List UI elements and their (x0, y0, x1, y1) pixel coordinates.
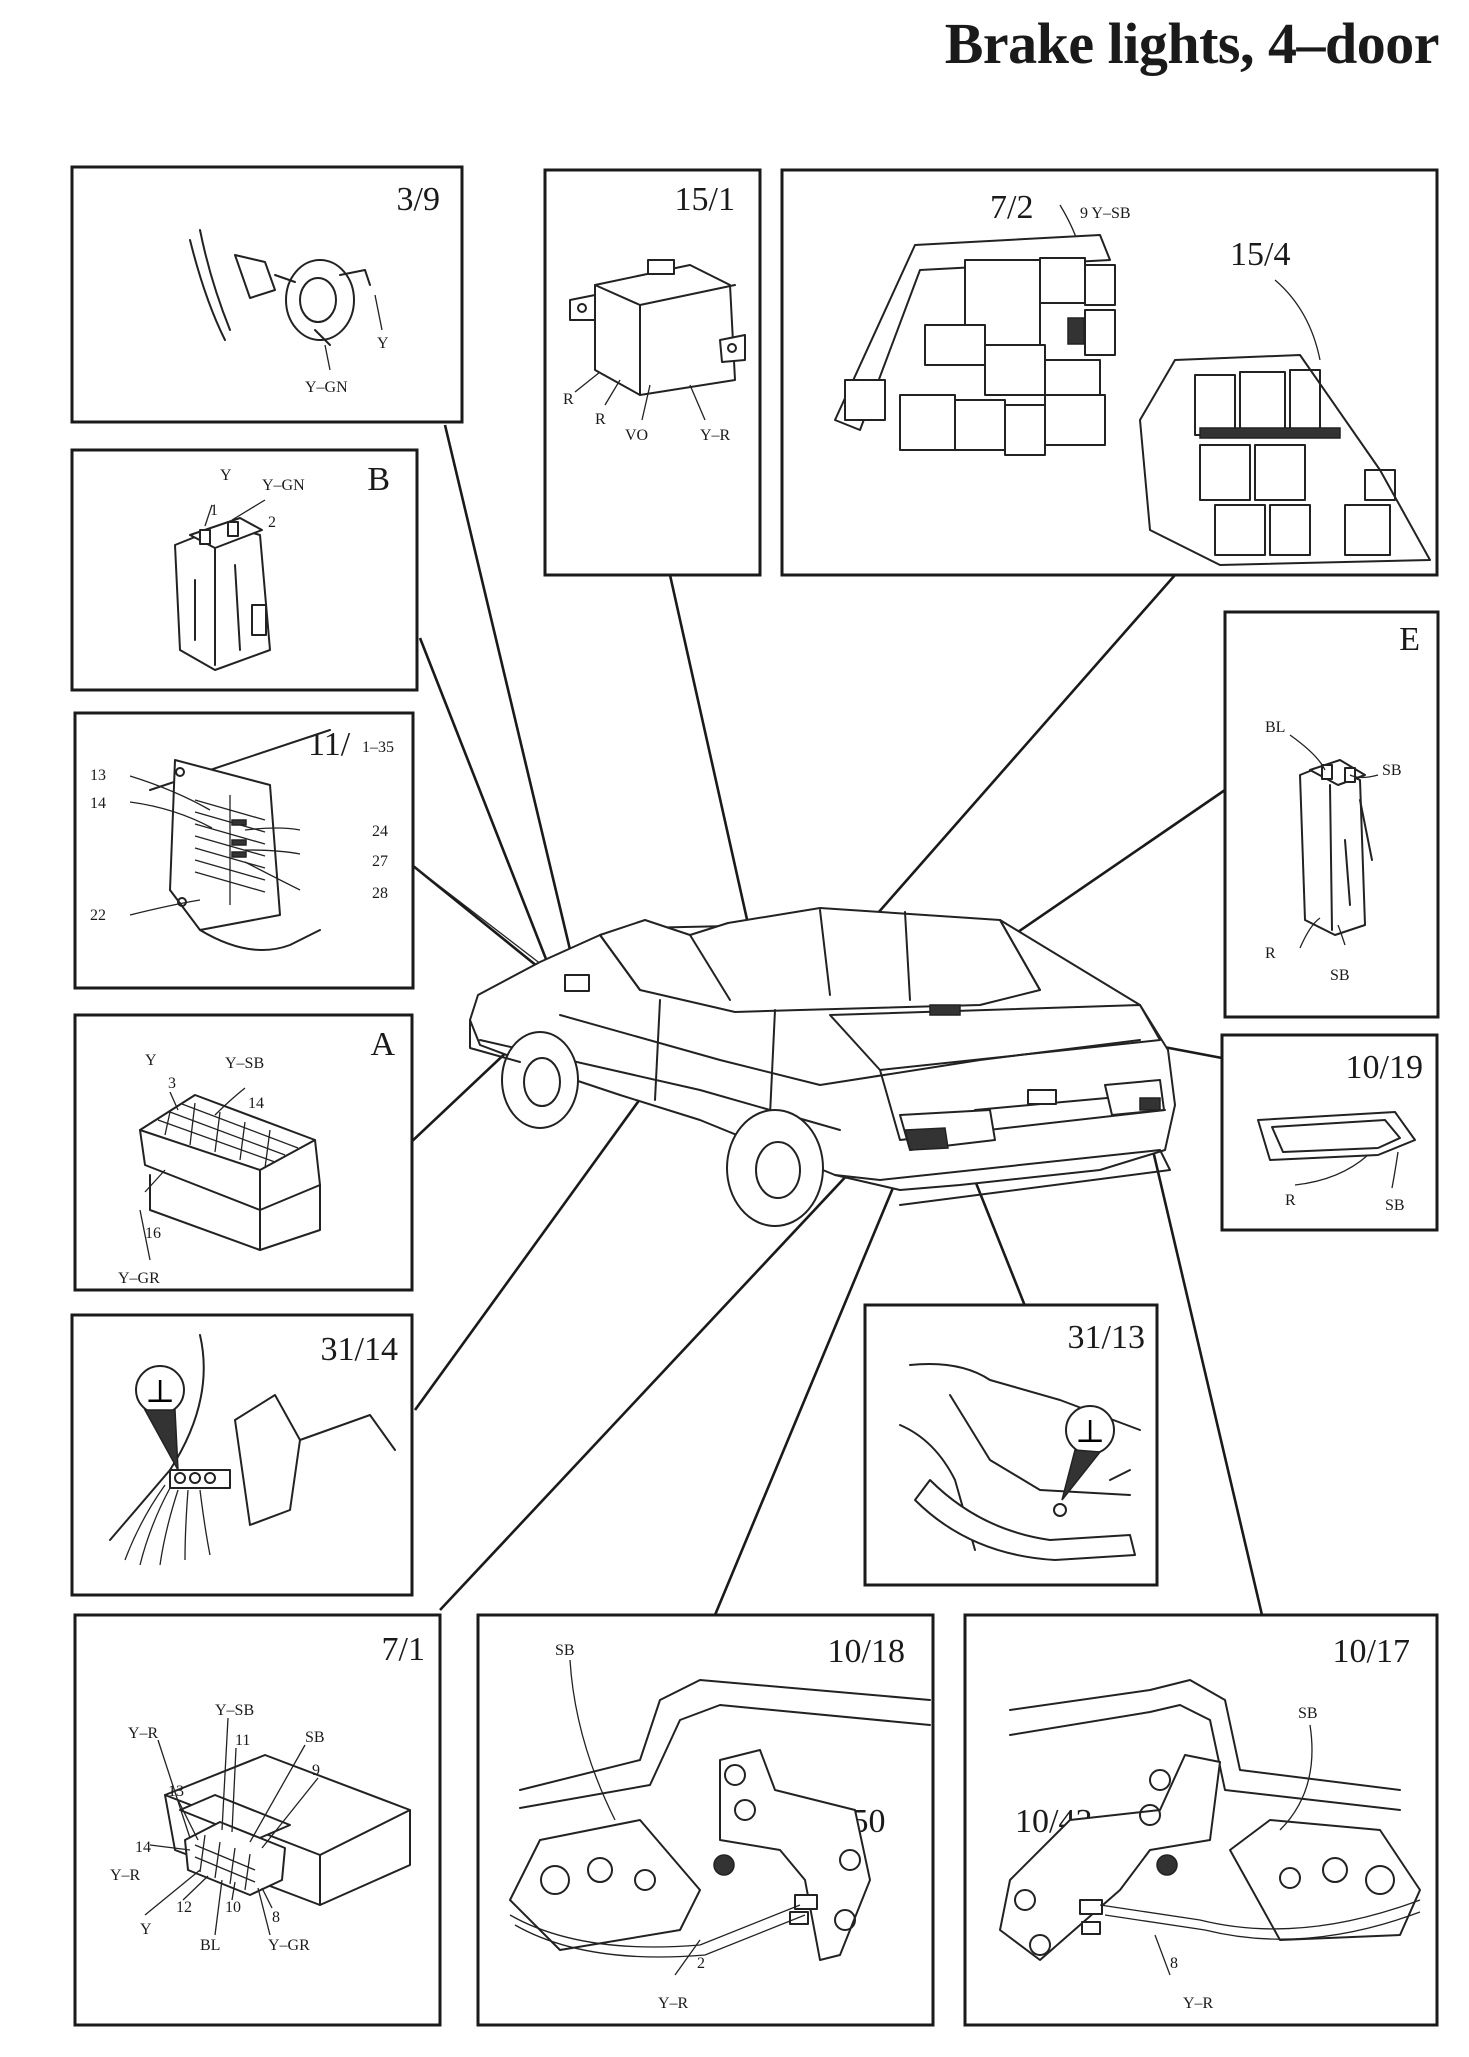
relay-7-1-drawing (164, 1754, 411, 1906)
high-brake-light-drawing (1257, 1111, 1416, 1161)
ground-symbol-icon: ⊥ (1075, 1413, 1105, 1449)
panel-id: 11/ (308, 726, 351, 763)
pin-label: 8 (272, 1909, 280, 1926)
wire-label: Y–R (110, 1867, 141, 1884)
panel-id: 7/2 (990, 189, 1033, 226)
wire-label: SB (1382, 762, 1402, 779)
wire-label: Y–R (700, 427, 731, 444)
wire-label: R (563, 391, 574, 408)
wire-label: SB (305, 1729, 325, 1746)
car-illustration (469, 907, 1176, 1227)
wire-label: Y–R (658, 1995, 689, 2012)
pin-label: 2 (697, 1955, 705, 1972)
panel-id: 15/1 (675, 181, 735, 218)
panel-31-14: 31/14 ⊥ (70, 1313, 414, 1597)
pin-label: 3 (168, 1075, 176, 1092)
fuse-label: 27 (372, 853, 388, 870)
wire-label: Y–R (1183, 1995, 1214, 2012)
fuse-label: 28 (372, 885, 388, 902)
pin-label: 16 (145, 1225, 161, 1242)
panel-id: 3/9 (397, 181, 440, 218)
wire-label: Y–R (128, 1725, 159, 1742)
ground-point-31-13-drawing (899, 1363, 1141, 1561)
control-module-drawing (569, 259, 746, 396)
panel-e: E BL SB R SB (1223, 610, 1440, 1019)
pin-label: 9 (312, 1762, 320, 1779)
panel-10-17: 10/17 10/43 SB 8 Y–R (963, 1613, 1439, 2027)
panel-31-13: 31/13 ⊥ (863, 1303, 1159, 1587)
panel-3-9: 3/9 Y Y–GN (70, 165, 464, 424)
panel-a: A Y 3 Y–SB 14 16 Y–GR (73, 1013, 414, 1292)
connector-e-drawing (1299, 759, 1373, 936)
wire-label: Y (220, 467, 232, 484)
wire-label: 9 Y–SB (1080, 205, 1131, 222)
wire-label: Y–SB (215, 1702, 254, 1719)
fuse-label: 13 (90, 767, 106, 784)
wire-label: Y–GN (305, 379, 348, 396)
pin-label: 12 (176, 1899, 192, 1916)
panel-id: A (370, 1026, 395, 1063)
wire-label: SB (1385, 1197, 1405, 1214)
panel-id: 31/14 (321, 1331, 398, 1368)
pin-label: 11 (235, 1732, 250, 1749)
panel-id: 10/17 (1333, 1633, 1410, 1670)
fuse-label: 14 (90, 795, 106, 812)
ground-callout: ⊥ (135, 1365, 185, 1471)
wire-label: SB (1298, 1705, 1318, 1722)
wire-label: Y–SB (225, 1055, 264, 1072)
right-tail-light-bulb-holder-drawing (999, 1679, 1421, 1961)
wire-label: BL (1265, 719, 1285, 736)
panel-b: B Y Y–GN 1 2 (70, 448, 419, 692)
wire-label: R (1265, 945, 1276, 962)
pin-label: 8 (1170, 1955, 1178, 1972)
connector-a-drawing (139, 1094, 321, 1251)
panel-id: B (367, 461, 390, 498)
wire-label: Y–GR (118, 1270, 160, 1287)
fuse-label: 24 (372, 823, 388, 840)
pin-label: 10 (225, 1899, 241, 1916)
panel-7-1: 7/1 Y–SB Y–R 11 SB 13 9 (73, 1613, 442, 2027)
panel-id: 15/4 (1230, 236, 1290, 273)
wire-label: BL (200, 1937, 220, 1954)
ground-callout: ⊥ (1061, 1405, 1115, 1501)
pin-label: 13 (168, 1783, 184, 1800)
wire-label: Y (377, 335, 389, 352)
panel-id: 7/1 (382, 1631, 425, 1668)
relay-block-drawing (834, 234, 1116, 456)
panel-id: E (1399, 621, 1420, 658)
panel-11: 11/ 1–35 13 14 22 24 (73, 711, 415, 990)
fuse-label: 22 (90, 907, 106, 924)
ground-symbol-icon: ⊥ (145, 1373, 175, 1409)
panel-15-1: 15/1 R R VO Y–R (543, 168, 762, 577)
page-title: Brake lights, 4–door (944, 11, 1440, 76)
wire-label: VO (625, 427, 648, 444)
pin-label: 1 (210, 502, 218, 519)
connector-b-drawing (174, 517, 271, 671)
wire-label: R (1285, 1192, 1296, 1209)
panel-id: 10/18 (828, 1633, 905, 1670)
left-tail-light-bulb-holder-drawing (509, 1679, 931, 1961)
panel-10-19: 10/19 R SB (1220, 1033, 1439, 1232)
wire-label: Y (145, 1052, 157, 1069)
wire-label: Y–GR (268, 1937, 310, 1954)
brake-light-switch-drawing (189, 229, 371, 346)
wire-label: R (595, 411, 606, 428)
pin-label: 14 (248, 1095, 264, 1112)
panel-id: 10/19 (1346, 1049, 1423, 1086)
wire-label: Y (140, 1921, 152, 1938)
wire-label: SB (555, 1642, 575, 1659)
panel-10-18: 10/18 10/50 SB 2 Y–R (476, 1613, 935, 2027)
pin-label: 2 (268, 514, 276, 531)
pin-label: 14 (135, 1839, 151, 1856)
central-electrical-unit-drawing (1139, 354, 1431, 566)
ground-point-31-14-drawing (109, 1334, 396, 1566)
wire-label: Y–GN (262, 477, 305, 494)
wire-label: SB (1330, 967, 1350, 984)
panel-range: 1–35 (362, 739, 394, 756)
panel-7-2-15-4: 7/2 9 Y–SB 15/4 (780, 168, 1439, 577)
panel-id: 31/13 (1068, 1319, 1145, 1356)
